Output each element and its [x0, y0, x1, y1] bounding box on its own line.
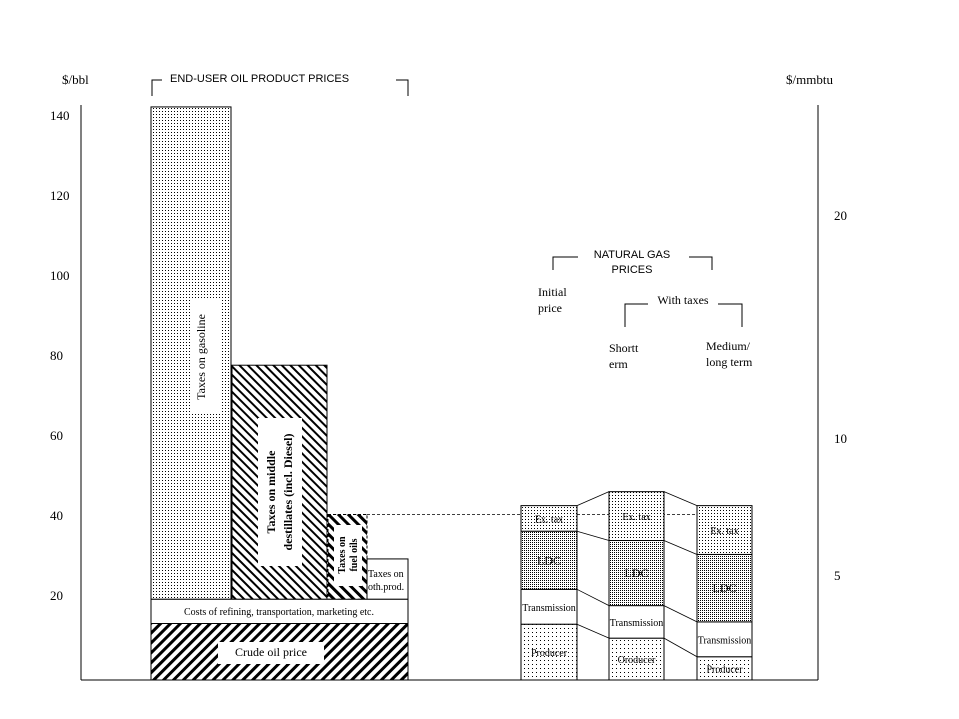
gas-segment-label: Producer: [706, 664, 743, 675]
label-box: [258, 418, 302, 566]
label-box: [334, 525, 362, 586]
gas-header-initial-2: price: [538, 301, 562, 315]
gas-header-initial-1: Initial: [538, 285, 567, 299]
left-tick-label: 120: [50, 188, 70, 203]
bar-costs-refining: [150, 598, 409, 624]
gas-connector-line: [663, 637, 698, 658]
label-taxes-fuel-2: fuel oils: [349, 538, 360, 571]
label-costs: Costs of refining, transportation, marke…: [184, 607, 374, 618]
with-taxes-bracket: [624, 303, 743, 327]
gas-title-bracket: [552, 256, 713, 270]
gas-segment-label: Oroducer: [618, 655, 656, 666]
gas-header-short-2: erm: [609, 357, 628, 371]
gas-segment-ex-tax: [608, 491, 665, 541]
label-taxes-other-1: Taxes on: [368, 569, 404, 580]
gas-segment-transmission: [520, 588, 578, 625]
gas-title-line2: PRICES: [612, 264, 653, 276]
gas-header-medium-1: Medium/: [706, 339, 751, 353]
gas-connector-line: [576, 530, 610, 541]
label-crude-oil-price: Crude oil price: [235, 645, 307, 659]
gas-segment-label: LDC: [713, 581, 737, 595]
gas-segment-label: Transmission: [522, 603, 576, 614]
label-box: [190, 300, 220, 414]
left-tick-label: 100: [50, 268, 70, 283]
gas-connector-line: [663, 540, 698, 555]
gas-segment-ex-tax: [696, 505, 753, 555]
gas-segment-label: Ex. tax: [535, 514, 563, 525]
gas-segment-label: Transmission: [698, 635, 752, 646]
left-axis-unit: $/bbl: [62, 72, 89, 87]
label-taxes-fuel-1: Taxes on: [337, 536, 348, 574]
right-axis-unit: $/mmbtu: [786, 72, 833, 87]
gas-segment-label: LDC: [625, 566, 649, 580]
label-taxes-middle-2: destillates (incl. Diesel): [281, 434, 295, 551]
gas-connector-line: [663, 605, 698, 623]
gas-connector-line: [576, 491, 610, 506]
left-tick-label: 60: [50, 428, 63, 443]
gas-title-line1: NATURAL GAS: [594, 249, 670, 261]
left-tick-label: 40: [50, 508, 63, 523]
left-tick-label: 140: [50, 108, 70, 123]
label-taxes-other-2: oth.prod.: [368, 582, 404, 593]
gas-segment-ldc: [696, 553, 753, 623]
left-axis-ticks: 140 120 100 80 60 40 20: [50, 108, 70, 603]
gas-header-short-1: Shortt: [609, 341, 639, 355]
gas-segment-label: Producer: [531, 648, 568, 659]
left-tick-label: 20: [50, 588, 63, 603]
right-tick-label: 10: [834, 431, 847, 446]
label-box: [218, 642, 324, 664]
gas-segment-label: Ex. tax: [710, 526, 738, 537]
gas-segment-transmission: [696, 621, 753, 658]
gas-connector-line: [576, 588, 610, 606]
gas-header-medium-2: long term: [706, 355, 753, 369]
label-taxes-middle-1: Taxes on middle: [264, 450, 278, 534]
right-axis-ticks: 20 10 5: [834, 208, 847, 583]
gas-title-block: NATURAL GAS PRICES With taxes Initial pr…: [538, 249, 753, 371]
oil-chart-title: END-USER OIL PRODUCT PRICES: [170, 73, 349, 85]
oil-bars: [150, 106, 409, 681]
oil-title-bracket: [151, 79, 409, 96]
gas-segment-label: LDC: [537, 553, 561, 567]
gas-connector-line: [576, 623, 610, 639]
right-tick-label: 5: [834, 568, 841, 583]
gas-segment-transmission: [608, 605, 665, 639]
gas-connector-line: [663, 491, 698, 506]
right-tick-label: 20: [834, 208, 847, 223]
gas-segment-producer: [520, 623, 578, 681]
gas-segment-label: Transmission: [610, 618, 664, 629]
gas-segment-label: Ex. tax: [622, 512, 650, 523]
gas-segment-ldc: [608, 540, 665, 607]
gas-segment-ex-tax: [520, 505, 578, 532]
label-taxes-gasoline: Taxes on gasoline: [194, 314, 208, 400]
left-tick-label: 80: [50, 348, 63, 363]
with-taxes-label: With taxes: [657, 293, 709, 307]
